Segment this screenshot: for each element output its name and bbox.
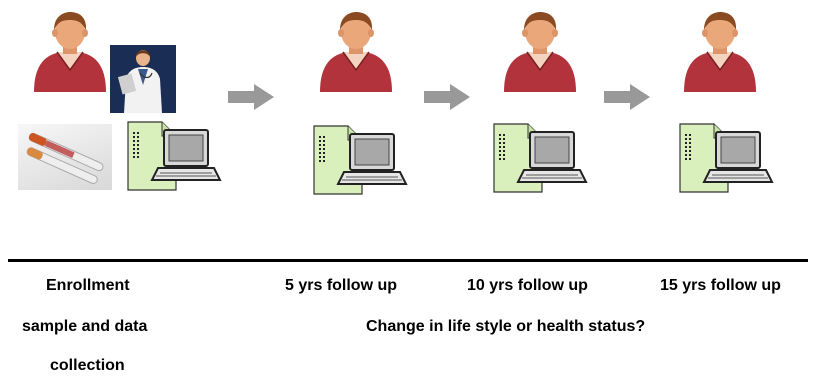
followup-15-label: 15 yrs follow up xyxy=(660,277,781,295)
followup-10-label: 10 yrs follow up xyxy=(467,277,588,295)
blood-sample-tubes-photo xyxy=(18,124,112,190)
doctor-photo xyxy=(110,45,176,113)
record-laptop-icon xyxy=(124,118,224,194)
change-question-label: Change in life style or health status? xyxy=(366,318,645,336)
record-laptop-icon xyxy=(310,122,410,198)
enrollment-label-line1: Enrollment xyxy=(46,277,130,295)
enrollment-label-line3: collection xyxy=(50,357,125,375)
enrollment-label-line2: sample and data xyxy=(22,318,147,336)
person-icon xyxy=(32,12,108,94)
person-icon xyxy=(682,12,758,94)
arrow-right-icon xyxy=(228,84,276,110)
person-icon xyxy=(502,12,578,94)
followup-5-label: 5 yrs follow up xyxy=(285,277,397,295)
record-laptop-icon xyxy=(490,120,590,196)
arrow-right-icon xyxy=(424,84,472,110)
timeline-divider xyxy=(8,259,808,262)
person-icon xyxy=(318,12,394,94)
arrow-right-icon xyxy=(604,84,652,110)
record-laptop-icon xyxy=(676,120,776,196)
